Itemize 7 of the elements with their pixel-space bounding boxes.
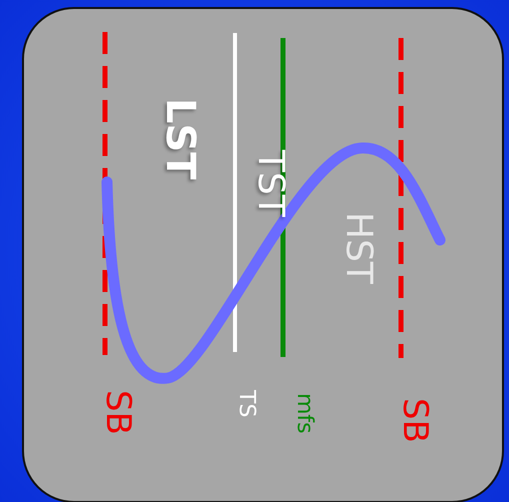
surface-label: SB <box>101 390 135 435</box>
surface-label: TS <box>235 390 257 418</box>
systems-tract-label: TST <box>252 150 288 217</box>
systems-tract-label: HST <box>340 212 376 284</box>
systems-tract-label: LST <box>160 98 200 180</box>
surface-label: mfs <box>293 393 315 434</box>
surface-label: SB <box>398 398 432 443</box>
